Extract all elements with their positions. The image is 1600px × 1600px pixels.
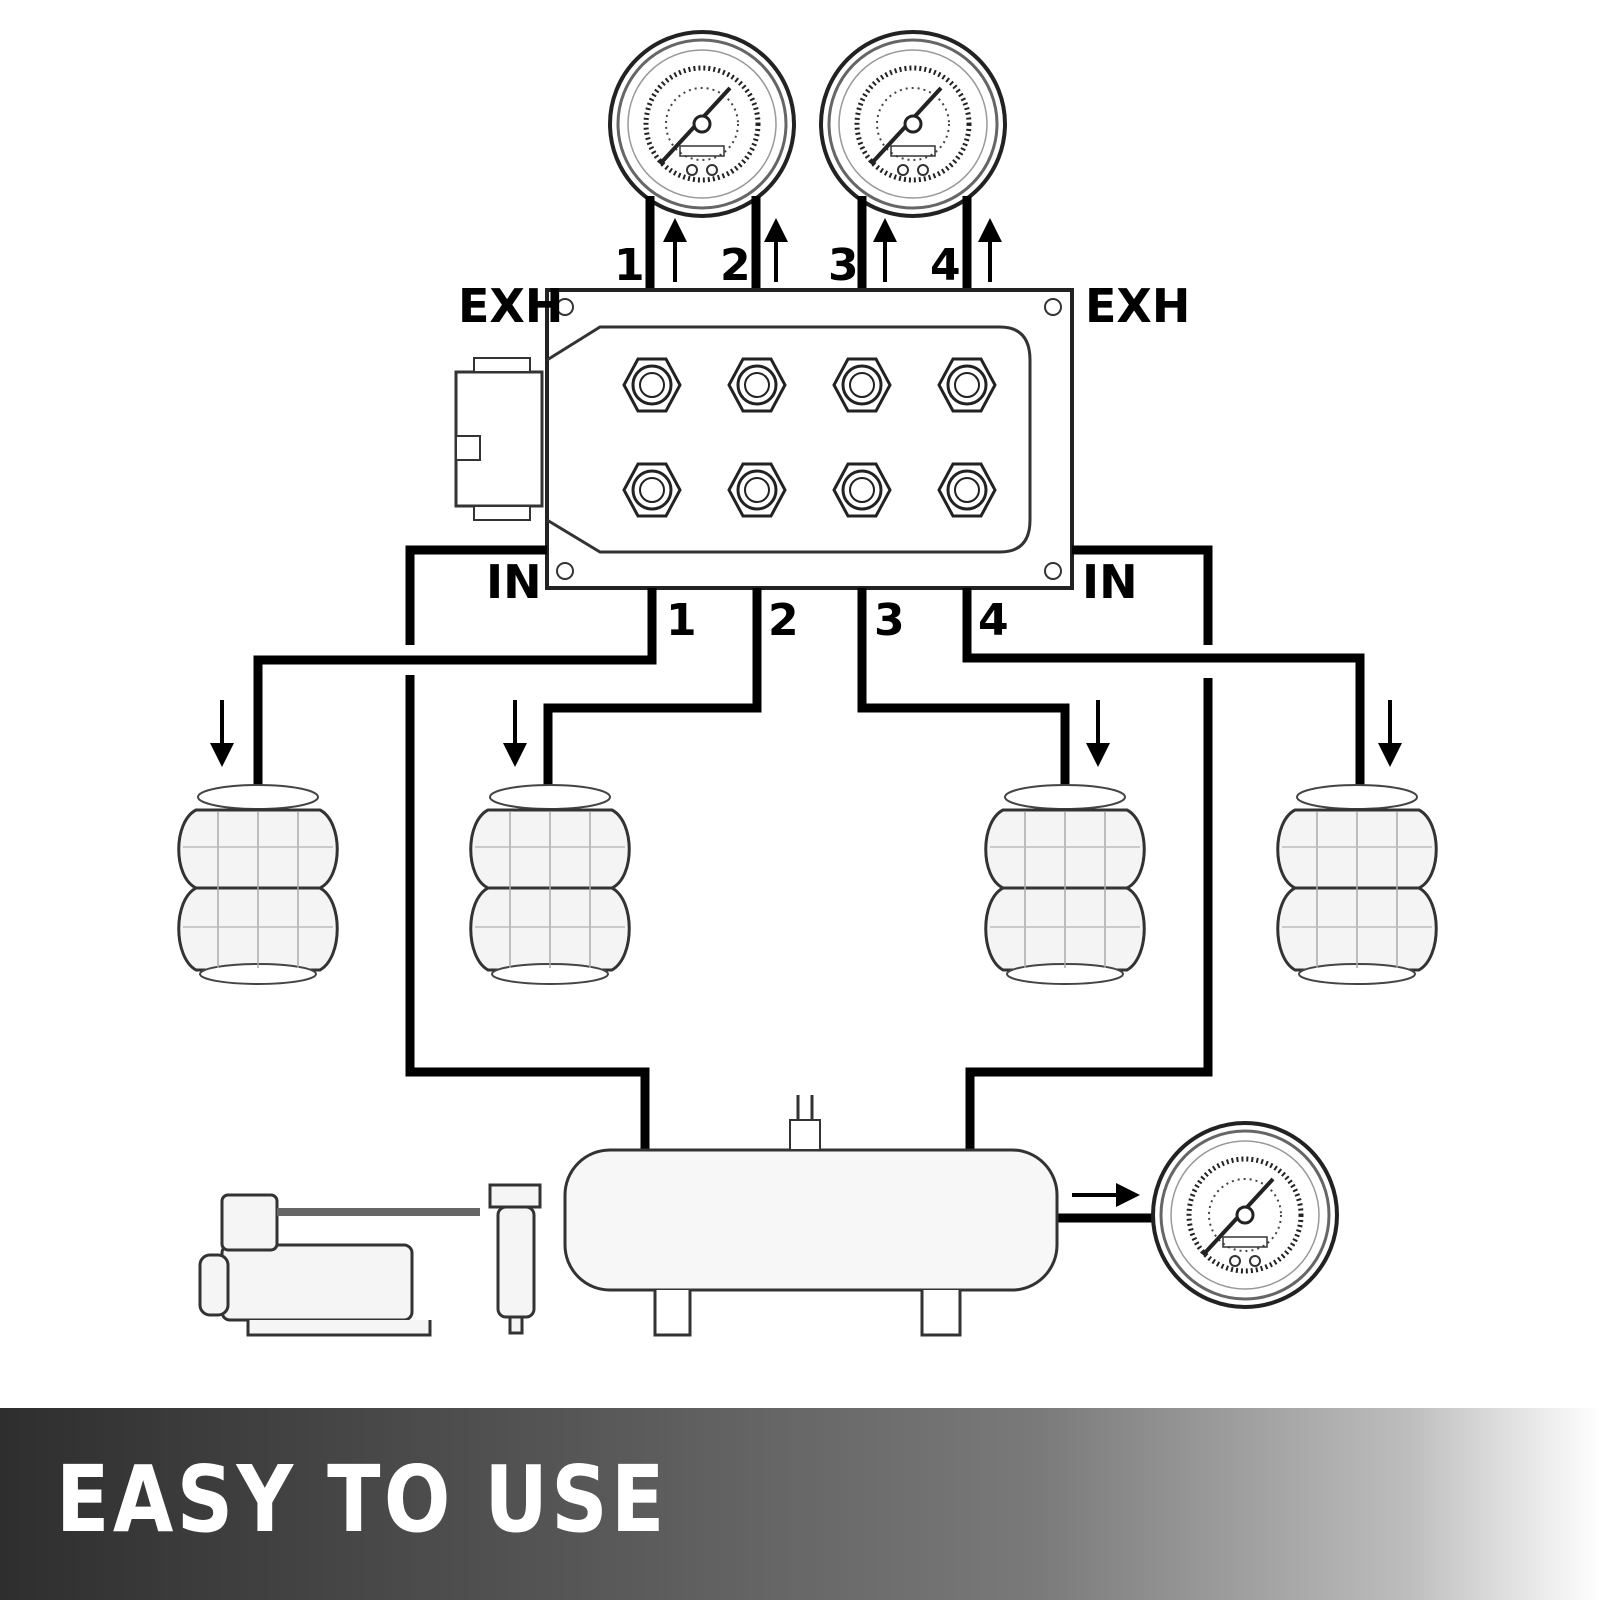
- in-left-label: IN: [486, 555, 542, 609]
- bottom-port-4: 4: [978, 595, 1009, 646]
- bottom-port-3: 3: [874, 595, 905, 646]
- air-tank: [563, 1095, 1059, 1337]
- air-bag-3: [984, 783, 1146, 986]
- gauge-pipes: [645, 196, 972, 290]
- exh-right-label: EXH: [1085, 279, 1190, 333]
- bottom-port-labels: 1 2 3 4: [666, 595, 1009, 646]
- top-port-2: 2: [720, 240, 751, 291]
- down-arrow-icons: [210, 700, 1402, 767]
- bottom-port-2: 2: [768, 595, 799, 646]
- top-port-1: 1: [614, 240, 645, 291]
- top-port-4: 4: [930, 240, 961, 291]
- up-arrow-icons: [663, 218, 1002, 282]
- in-right-label: IN: [1082, 555, 1138, 609]
- compressor: [198, 1193, 480, 1337]
- bottom-port-1: 1: [666, 595, 697, 646]
- air-bag-4: [1276, 783, 1438, 986]
- exh-left-label: EXH: [458, 279, 563, 333]
- valve-manifold: [454, 288, 1074, 590]
- tank-pressure-gauge: [1153, 1123, 1337, 1307]
- pressure-gauge-2: [821, 32, 1005, 216]
- top-port-labels: 1 2 3 4: [614, 240, 961, 291]
- pressure-gauge-1: [610, 32, 794, 216]
- air-lines: [253, 545, 1365, 1223]
- banner-title: EASY TO USE: [56, 1446, 668, 1553]
- top-port-3: 3: [828, 240, 859, 291]
- banner: EASY TO USE: [0, 1408, 1600, 1600]
- water-filter: [488, 1183, 542, 1335]
- air-bag-2: [469, 783, 631, 986]
- air-bag-1: [177, 783, 339, 986]
